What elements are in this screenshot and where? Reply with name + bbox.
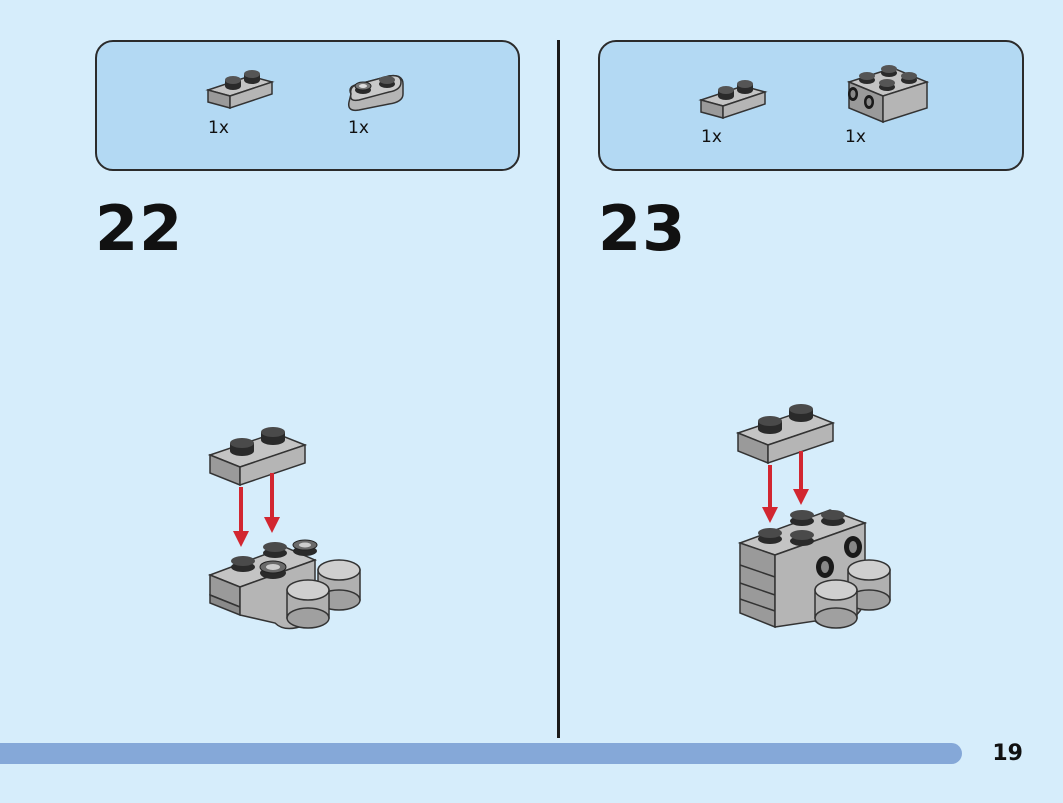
step-number: 23 xyxy=(598,192,687,265)
parts-callout-step-23 xyxy=(598,40,1024,171)
assembly-step-23-illustration xyxy=(735,404,891,629)
part-plate-rounded-icon xyxy=(347,74,404,112)
part-quantity: 1x xyxy=(348,118,369,138)
part-plate-1x2-icon xyxy=(205,70,275,110)
page-number: 19 xyxy=(992,741,1023,766)
part-quantity: 1x xyxy=(208,118,229,138)
part-plate-1x2-icon xyxy=(698,80,768,120)
part-quantity: 1x xyxy=(701,127,722,147)
progress-bar xyxy=(0,743,962,764)
page-divider xyxy=(557,40,560,738)
step-number: 22 xyxy=(95,192,184,265)
assembly-step-22-illustration xyxy=(207,427,361,630)
parts-callout-step-22 xyxy=(95,40,520,171)
part-quantity: 1x xyxy=(845,127,866,147)
part-brick-side-studs-icon xyxy=(846,65,930,124)
